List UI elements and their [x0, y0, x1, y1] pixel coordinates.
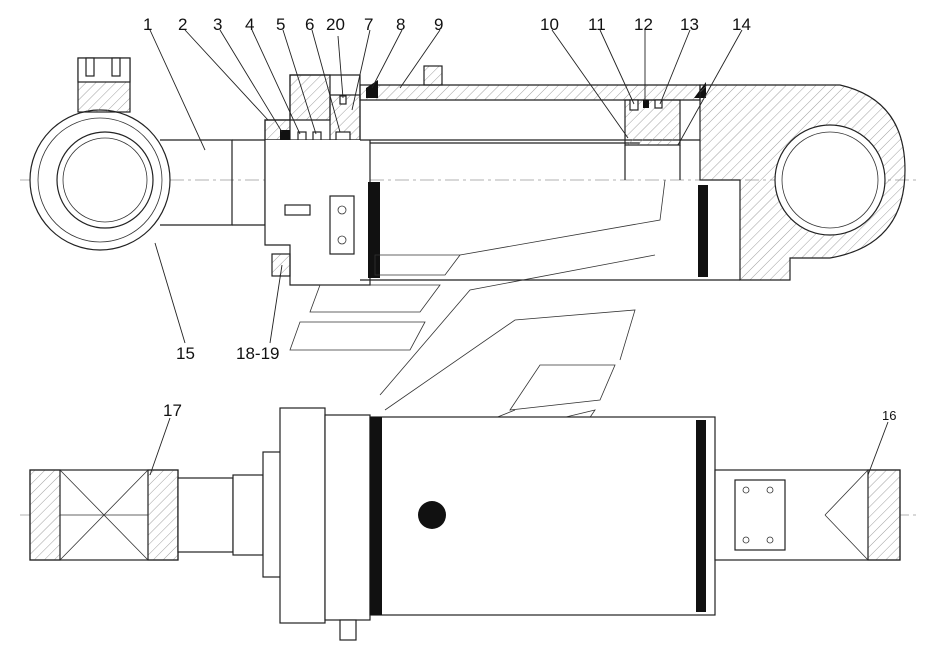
callout-4: 4	[245, 15, 254, 34]
piston	[624, 99, 681, 180]
cylinder-head	[264, 74, 371, 286]
callout-labels: 1 2 3 4 5 6 20 7 8 9 10 11 12 13 14 15 1…	[143, 15, 896, 423]
callout-1: 1	[143, 15, 152, 34]
callout-12: 12	[634, 15, 653, 34]
callout-11: 11	[588, 15, 606, 34]
callout-17: 17	[163, 401, 182, 420]
callout-leaders	[149, 29, 889, 476]
callout-10: 10	[540, 15, 559, 34]
top-sectional-view	[20, 57, 918, 458]
callout-18-19: 18-19	[236, 344, 279, 363]
callout-13: 13	[680, 15, 699, 34]
callout-8: 8	[396, 15, 405, 34]
cylinder-barrel-top	[359, 65, 740, 281]
bottom-exterior-view	[20, 407, 918, 641]
callout-7: 7	[364, 15, 373, 34]
port-icon	[418, 501, 446, 529]
callout-3: 3	[213, 15, 222, 34]
callout-16: 16	[882, 408, 896, 423]
callout-9: 9	[434, 15, 443, 34]
callout-14: 14	[732, 15, 751, 34]
callout-5: 5	[276, 15, 285, 34]
callout-6: 6	[305, 15, 314, 34]
callout-15: 15	[176, 344, 195, 363]
left-rod-eye	[29, 57, 171, 251]
callout-20: 20	[326, 15, 345, 34]
callout-2: 2	[178, 15, 187, 34]
right-end-cap	[699, 84, 906, 281]
left-eye-side	[29, 469, 179, 561]
top-rod-neck	[160, 139, 233, 226]
